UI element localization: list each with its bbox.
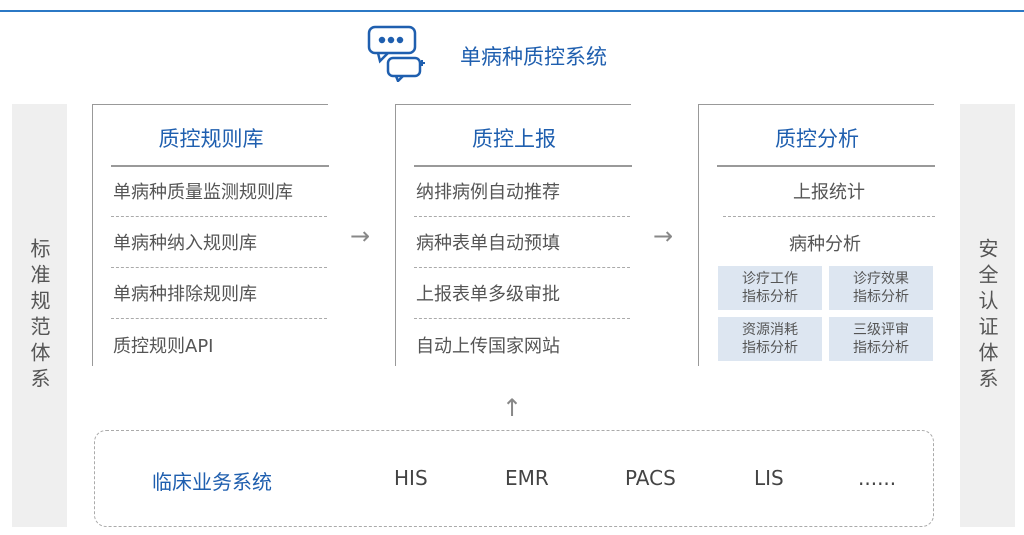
system-his: HIS	[394, 466, 428, 490]
metric-box: 诊疗工作指标分析	[718, 266, 822, 310]
divider	[717, 165, 935, 167]
arrow-up-icon: ↑	[502, 394, 523, 422]
report-panel: 质控上报 纳排病例自动推荐 病种表单自动预填 上报表单多级审批 自动上传国家网站	[395, 104, 632, 366]
metric-box: 三级评审指标分析	[829, 317, 933, 361]
list-item: 单病种质量监测规则库	[111, 166, 327, 217]
system-pacs: PACS	[625, 466, 676, 490]
list-item: 病种表单自动预填	[414, 217, 630, 268]
system-more: ......	[858, 466, 897, 490]
divider	[111, 165, 329, 167]
page-title: 单病种质控系统	[460, 45, 607, 69]
security-label: 安全认证体系	[975, 237, 999, 394]
list-item: 上报统计	[723, 166, 935, 217]
analysis-panel: 质控分析 上报统计 病种分析 诊疗工作指标分析 诊疗效果指标分析 资源消耗指标分…	[698, 104, 935, 366]
arrow-right-icon: →	[350, 222, 371, 250]
list-item: 单病种纳入规则库	[111, 217, 327, 268]
security-sidebar: 安全认证体系	[960, 104, 1015, 527]
list-item: 单病种排除规则库	[111, 268, 327, 319]
list-item: 自动上传国家网站	[416, 335, 560, 357]
metric-box: 诊疗效果指标分析	[829, 266, 933, 310]
panel-title: 质控上报	[472, 127, 556, 151]
panel-title: 质控规则库	[158, 127, 264, 151]
clinical-systems-box	[94, 430, 934, 527]
rules-panel: 质控规则库 单病种质量监测规则库 单病种纳入规则库 单病种排除规则库 质控规则A…	[92, 104, 329, 366]
list-item: 上报表单多级审批	[414, 268, 630, 319]
arrow-right-icon: →	[653, 222, 674, 250]
clinical-systems-label: 临床业务系统	[152, 470, 272, 494]
standards-sidebar: 标准规范体系	[12, 104, 67, 527]
chat-bubbles-icon	[367, 25, 425, 82]
list-item: 质控规则API	[113, 335, 214, 357]
system-emr: EMR	[505, 466, 549, 490]
top-rule	[0, 10, 1024, 12]
system-lis: LIS	[754, 466, 784, 490]
list-item: 纳排病例自动推荐	[414, 166, 630, 217]
list-item: 病种分析	[789, 233, 861, 255]
header: 单病种质控系统	[366, 24, 607, 82]
metric-box: 资源消耗指标分析	[718, 317, 822, 361]
standards-label: 标准规范体系	[27, 237, 51, 394]
divider	[414, 165, 632, 167]
panel-title: 质控分析	[775, 127, 859, 151]
